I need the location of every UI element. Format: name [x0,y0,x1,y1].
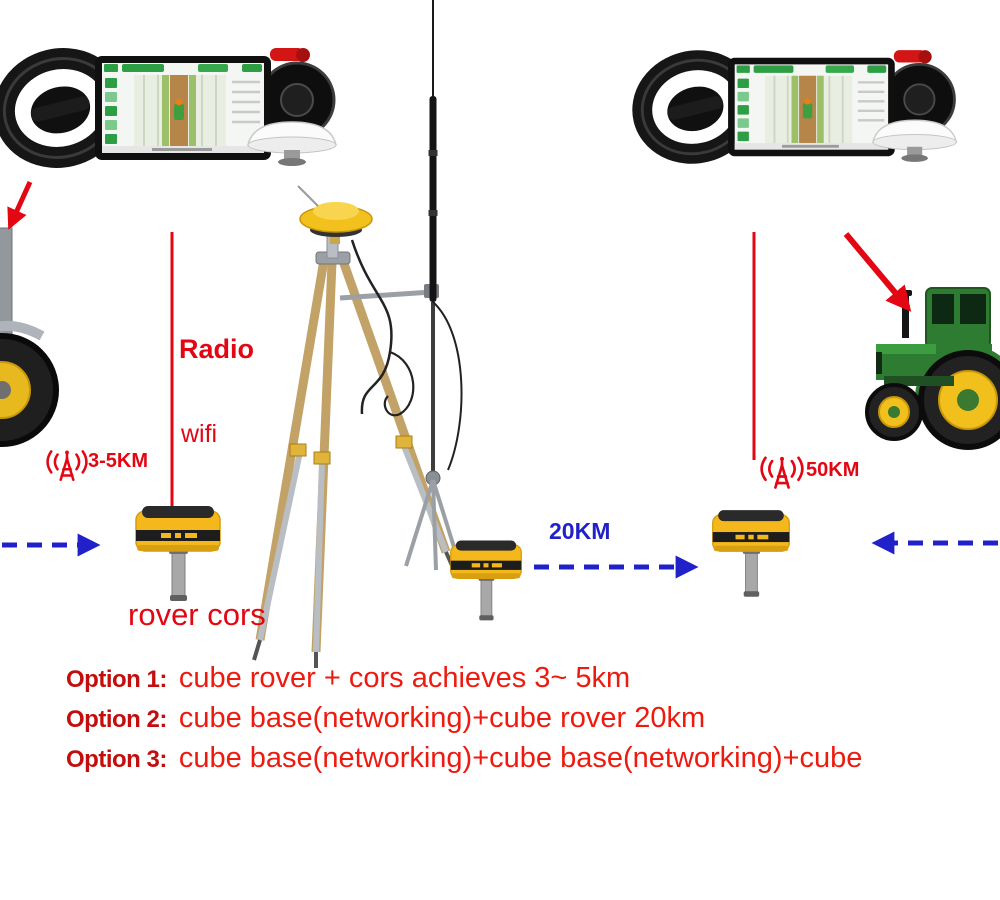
red-arrow-left [7,180,33,230]
base-station-tripod [252,185,456,668]
radio-label: Radio [179,334,255,364]
option-1-label: Option 1: [66,666,167,693]
red-arrow-right [843,232,912,312]
rover-cors-label: rover cors [128,597,266,632]
option-row-2: Option 2: cube base(networking)+cube rov… [66,702,1000,735]
range-mid-label: 20KM [549,518,611,544]
tractor [865,287,1000,450]
base-receiver-mid [450,539,522,621]
antenna-icon [46,449,88,482]
range-left-label: 3-5KM [88,450,149,472]
autosteer-console-left [0,47,336,169]
option-row-3: Option 3: cube base(networking)+cube bas… [66,742,1000,775]
option-3-text: cube base(networking)+cube base(networki… [178,742,863,774]
base-receiver-right [711,509,791,598]
option-3-label: Option 3: [66,746,167,773]
range-right-label: 50KM [806,459,860,481]
left-tractor-wheel [0,227,59,447]
antenna-icon [760,455,804,489]
radio-whip-antenna [404,0,463,571]
option-2-text: cube base(networking)+cube rover 20km [178,702,706,734]
option-2-label: Option 2: [66,706,167,733]
wifi-label: wifi [181,420,218,448]
autosteer-console-right [632,49,956,165]
rover-receiver [135,505,221,602]
option-row-1: Option 1: cube rover + cors achieves 3~ … [66,662,1000,695]
option-1-text: cube rover + cors achieves 3~ 5km [178,662,631,694]
options-block: Option 1: cube rover + cors achieves 3~ … [66,662,1000,782]
